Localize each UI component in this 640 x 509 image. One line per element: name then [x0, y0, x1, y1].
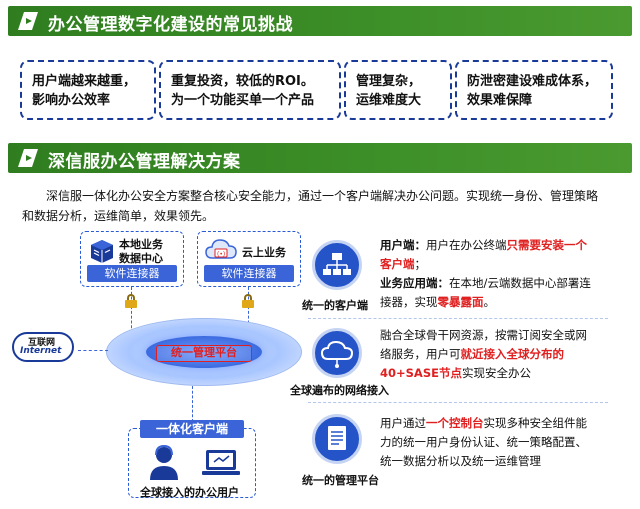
global-users-label: 全球接入的办公用户 [140, 486, 239, 499]
section-title: 办公管理数字化建设的常见挑战 [48, 15, 293, 35]
lock-icon [125, 294, 137, 308]
section-header-solution: 深信服办公管理解决方案 [8, 143, 632, 173]
connector-line [192, 386, 193, 422]
challenge-card: 管理复杂， 运维难度大 [344, 60, 452, 120]
feature-icon-circle [312, 240, 362, 290]
challenge-text: 为一个功能买单一个产品 [171, 93, 315, 108]
challenge-card: 防泄密建设难成体系， 效果难保障 [455, 60, 613, 120]
challenge-text: 防泄密建设难成体系， [467, 74, 598, 89]
unified-platform-label: 统一管理平台 [156, 345, 252, 362]
challenge-text: 影响办公效率 [32, 93, 111, 108]
svg-text:(•): (•) [217, 251, 225, 258]
internet-cloud-icon [12, 332, 74, 362]
feature-caption: 统一的客户端 [302, 299, 368, 312]
challenge-text: 用户端越来越重， [32, 74, 137, 89]
internet-en-label: Internet [20, 346, 62, 356]
challenge-text: 效果难保障 [467, 93, 533, 108]
cloud-network-icon [320, 340, 354, 368]
feature-icon-circle [312, 328, 362, 378]
solution-intro: 深信服一体化办公安全方案整合核心安全能力，通过一个客户端解决办公问题。实现统一身… [22, 189, 599, 223]
cloud-business-box: (•) 云上业务 软件连接器 [197, 231, 301, 287]
feature-icon-circle [312, 414, 362, 464]
section-header-challenges: 办公管理数字化建设的常见挑战 [8, 6, 632, 36]
feature-description: 用户端：用户在办公终端只需要安装一个客户端； 业务应用端：在本地/云端数据中心部… [380, 238, 591, 309]
challenge-text: 运维难度大 [356, 93, 422, 108]
feature-caption: 全球遍布的网络接入 [290, 384, 389, 397]
cloud-icon: (•) [205, 239, 237, 259]
connector-line [131, 287, 132, 333]
feature-caption: 统一的管理平台 [302, 474, 379, 487]
challenge-text: 管理复杂， [356, 74, 422, 89]
unified-client-label: 一体化客户端 [140, 420, 244, 438]
internet-cn-label: 互联网 [28, 338, 56, 348]
cloud-business-label: 云上业务 [242, 246, 286, 259]
lock-icon [242, 294, 254, 308]
document-icon [328, 426, 346, 450]
datacenter-label: 本地业务 数据中心 [119, 238, 163, 265]
feature-description: 融合全球骨干网资源，按需订阅安全或网络服务，用户可就近接入全球分布的40+SAS… [380, 328, 587, 380]
laptop-icon [202, 450, 240, 475]
challenge-card: 重复投资，较低的ROI。 为一个功能买单一个产品 [159, 60, 341, 120]
software-connector: 软件连接器 [204, 265, 294, 282]
internet-cloud: 互联网 Internet [8, 326, 78, 366]
divider [308, 402, 608, 403]
connector-line [78, 350, 108, 351]
platform-core [146, 336, 262, 368]
software-connector: 软件连接器 [87, 265, 177, 282]
arrow-badge-icon [18, 149, 38, 167]
datacenter-box: 本地业务 数据中心 软件连接器 [80, 231, 184, 287]
arrow-badge-icon [18, 12, 38, 30]
divider [308, 318, 608, 319]
challenge-text: 重复投资，较低的ROI。 [171, 74, 314, 89]
user-icon [150, 444, 178, 480]
network-tree-icon [323, 253, 351, 275]
section-title: 深信服办公管理解决方案 [48, 152, 241, 172]
server-icon [91, 240, 113, 263]
connector-line [248, 287, 249, 333]
feature-description: 用户通过一个控制台实现多种安全组件能力的统一用户身份认证、统一策略配置、统一数据… [380, 416, 587, 468]
challenge-card: 用户端越来越重， 影响办公效率 [20, 60, 156, 120]
